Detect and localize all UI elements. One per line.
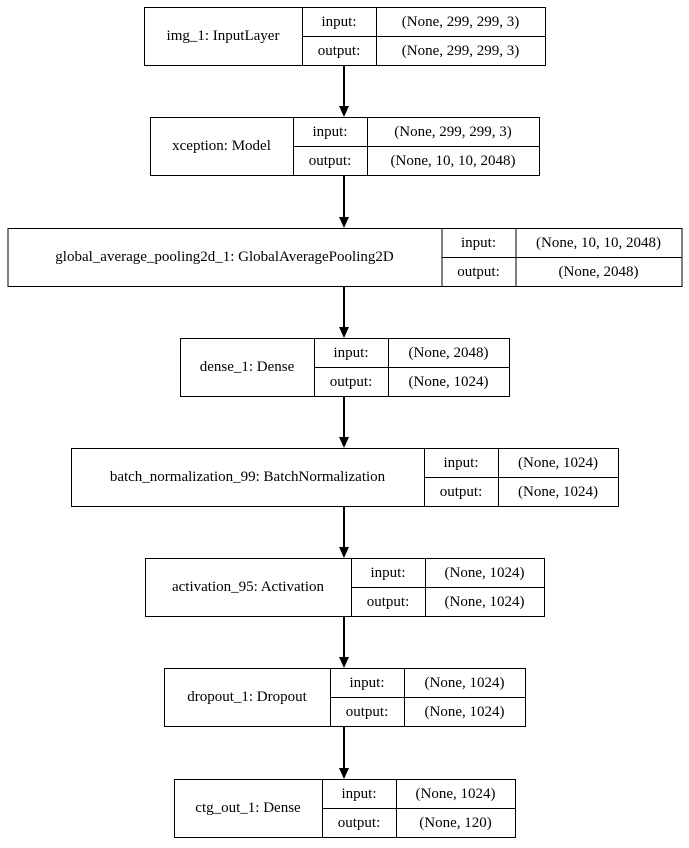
output-shape: (None, 10, 10, 2048) [390, 152, 516, 169]
input-shape: (None, 299, 299, 3) [401, 13, 520, 30]
input-label: input: [294, 118, 368, 146]
arrow-shaft [343, 66, 345, 106]
arrow-shaft [343, 617, 345, 657]
output-shape: (None, 2048) [558, 263, 639, 280]
arrowhead-icon [339, 547, 349, 558]
output-shape: (None, 1024) [424, 703, 505, 720]
layer-name: dropout_1: Dropout [165, 669, 331, 726]
input-label: input: [425, 449, 499, 477]
output-label: output: [442, 258, 516, 286]
arrow-shaft [343, 507, 345, 547]
layer-node-global-average-pooling2d-1: global_average_pooling2d_1: GlobalAverag… [7, 228, 682, 287]
layer-node-ctg-out-1: ctg_out_1: Dense input: (None, 1024) out… [173, 779, 516, 838]
layer-name: activation_95: Activation [146, 559, 352, 616]
input-shape: (None, 1024) [518, 454, 598, 471]
edge-arrow [339, 727, 349, 779]
arrowhead-icon [339, 437, 349, 448]
output-label: output: [303, 37, 377, 65]
arrowhead-icon [339, 657, 349, 668]
arrow-shaft [343, 176, 345, 217]
edge-arrow [339, 397, 349, 448]
arrow-shaft [343, 397, 345, 437]
output-shape: (None, 1024) [408, 373, 489, 390]
arrow-shaft [343, 287, 345, 327]
input-label: input: [315, 339, 389, 367]
input-shape: (None, 1024) [444, 564, 525, 581]
output-shape: (None, 299, 299, 3) [401, 42, 520, 59]
input-shape: (None, 10, 10, 2048) [536, 234, 661, 251]
input-label: input: [442, 229, 516, 257]
output-shape: (None, 1024) [518, 483, 598, 500]
layer-node-dropout-1: dropout_1: Dropout input: (None, 1024) o… [163, 668, 526, 727]
output-label: output: [315, 368, 389, 396]
arrowhead-icon [339, 106, 349, 117]
layer-node-dense-1: dense_1: Dense input: (None, 2048) outpu… [179, 338, 510, 397]
output-label: output: [294, 147, 368, 175]
output-shape: (None, 120) [419, 814, 492, 831]
arrowhead-icon [339, 768, 349, 779]
layer-node-activation-95: activation_95: Activation input: (None, … [144, 558, 545, 617]
edge-arrow [339, 507, 349, 558]
layer-node-xception: xception: Model input: (None, 299, 299, … [149, 117, 540, 176]
input-shape: (None, 2048) [408, 344, 489, 361]
input-label: input: [331, 669, 405, 697]
input-label: input: [323, 780, 397, 808]
layer-name: ctg_out_1: Dense [175, 780, 323, 837]
edge-arrow [339, 617, 349, 668]
layer-name: img_1: InputLayer [145, 8, 303, 65]
input-shape: (None, 299, 299, 3) [394, 123, 512, 140]
input-label: input: [303, 8, 377, 36]
layer-name: global_average_pooling2d_1: GlobalAverag… [8, 229, 442, 286]
edge-arrow [339, 176, 349, 228]
layer-name: batch_normalization_99: BatchNormalizati… [72, 449, 425, 506]
output-shape: (None, 1024) [444, 593, 525, 610]
arrowhead-icon [339, 327, 349, 338]
layer-node-batch-normalization-99: batch_normalization_99: BatchNormalizati… [70, 448, 619, 507]
output-label: output: [331, 698, 405, 726]
input-shape: (None, 1024) [424, 674, 505, 691]
layer-name: xception: Model [151, 118, 294, 175]
edge-arrow [339, 66, 349, 117]
input-label: input: [352, 559, 426, 587]
output-label: output: [323, 809, 397, 837]
arrowhead-icon [339, 217, 349, 228]
output-label: output: [352, 588, 426, 616]
input-shape: (None, 1024) [415, 785, 496, 802]
layer-name: dense_1: Dense [181, 339, 315, 396]
edge-arrow [339, 287, 349, 338]
layer-node-img-1: img_1: InputLayer input: (None, 299, 299… [143, 7, 546, 66]
arrow-shaft [343, 727, 345, 768]
output-label: output: [425, 478, 499, 506]
